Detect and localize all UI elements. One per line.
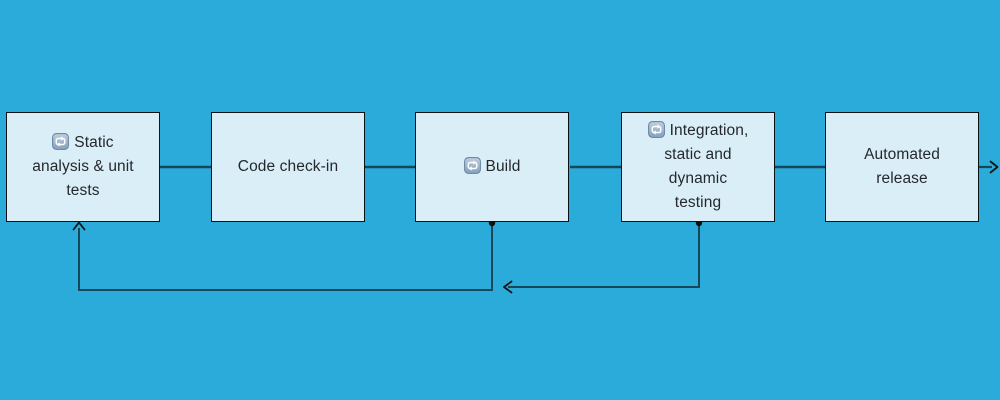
node-label-wrap: Integration, static and dynamic testing bbox=[647, 119, 749, 215]
repeat-cycle-icon bbox=[463, 157, 481, 174]
node-label: Integration, static and dynamic testing bbox=[664, 122, 749, 211]
node-build: Build bbox=[415, 112, 569, 222]
node-label-wrap: Automated release bbox=[864, 143, 940, 191]
node-label-wrap: Code check-in bbox=[238, 155, 338, 179]
edge-build-feedback-arrowhead bbox=[72, 221, 86, 231]
repeat-cycle-icon bbox=[647, 121, 665, 138]
edge-integration-feedback-arrowhead bbox=[503, 280, 513, 294]
node-label: Static analysis & unit tests bbox=[32, 134, 134, 199]
edge-release-exit-arrowhead bbox=[989, 160, 999, 174]
node-code-check-in: Code check-in bbox=[211, 112, 365, 222]
node-integration-static-dynamic-testing: Integration, static and dynamic testing bbox=[621, 112, 775, 222]
node-label: Code check-in bbox=[237, 158, 339, 175]
edge-integration-feedback bbox=[508, 223, 700, 288]
node-label-wrap: Build bbox=[463, 155, 521, 179]
node-automated-release: Automated release bbox=[825, 112, 979, 222]
node-label-wrap: Static analysis & unit tests bbox=[32, 131, 134, 203]
node-label: Build bbox=[485, 158, 521, 175]
node-label: Automated release bbox=[864, 146, 940, 187]
node-static-analysis-unit-tests: Static analysis & unit tests bbox=[6, 112, 160, 222]
edge-build-feedback bbox=[78, 223, 493, 291]
repeat-cycle-icon bbox=[52, 133, 70, 150]
